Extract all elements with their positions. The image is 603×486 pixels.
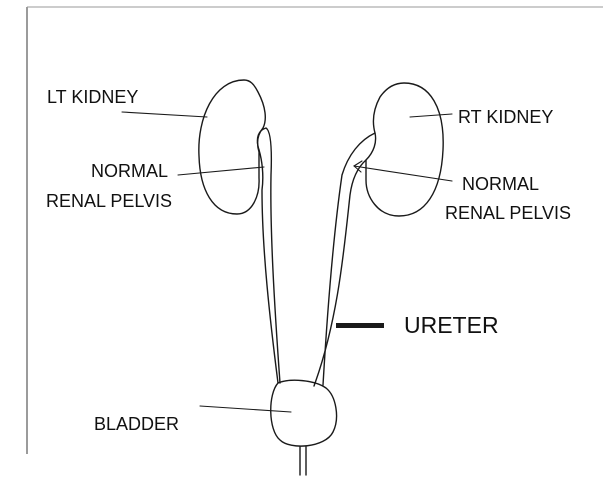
- lt-pelvis-label-line1: NORMAL: [91, 161, 168, 181]
- lt-kidney-label: LT KIDNEY: [47, 87, 138, 107]
- left-ureter-outer: [257, 128, 280, 383]
- lt-pelvis-leader: [178, 167, 264, 175]
- bladder-leader: [200, 406, 291, 412]
- bladder-outline: [271, 380, 337, 446]
- rt-pelvis-arrow: [354, 161, 452, 181]
- bladder-label: BLADDER: [94, 414, 179, 434]
- lt-kidney-leader: [122, 112, 207, 117]
- rt-pelvis-label-line2: RENAL PELVIS: [445, 203, 571, 223]
- urethra: [300, 447, 306, 475]
- page-frame: [27, 7, 603, 454]
- right-kidney-outline: [366, 83, 443, 216]
- lt-pelvis-label-line2: RENAL PELVIS: [46, 191, 172, 211]
- rt-kidney-leader: [410, 114, 452, 117]
- right-ureter-outer: [323, 133, 375, 385]
- left-kidney-outline: [199, 80, 265, 214]
- rt-kidney-label: RT KIDNEY: [458, 107, 553, 127]
- left-ureter-inner: [259, 150, 278, 383]
- rt-pelvis-label-line1: NORMAL: [462, 174, 539, 194]
- ureter-label: URETER: [404, 312, 499, 338]
- ureter-marker: [336, 323, 384, 328]
